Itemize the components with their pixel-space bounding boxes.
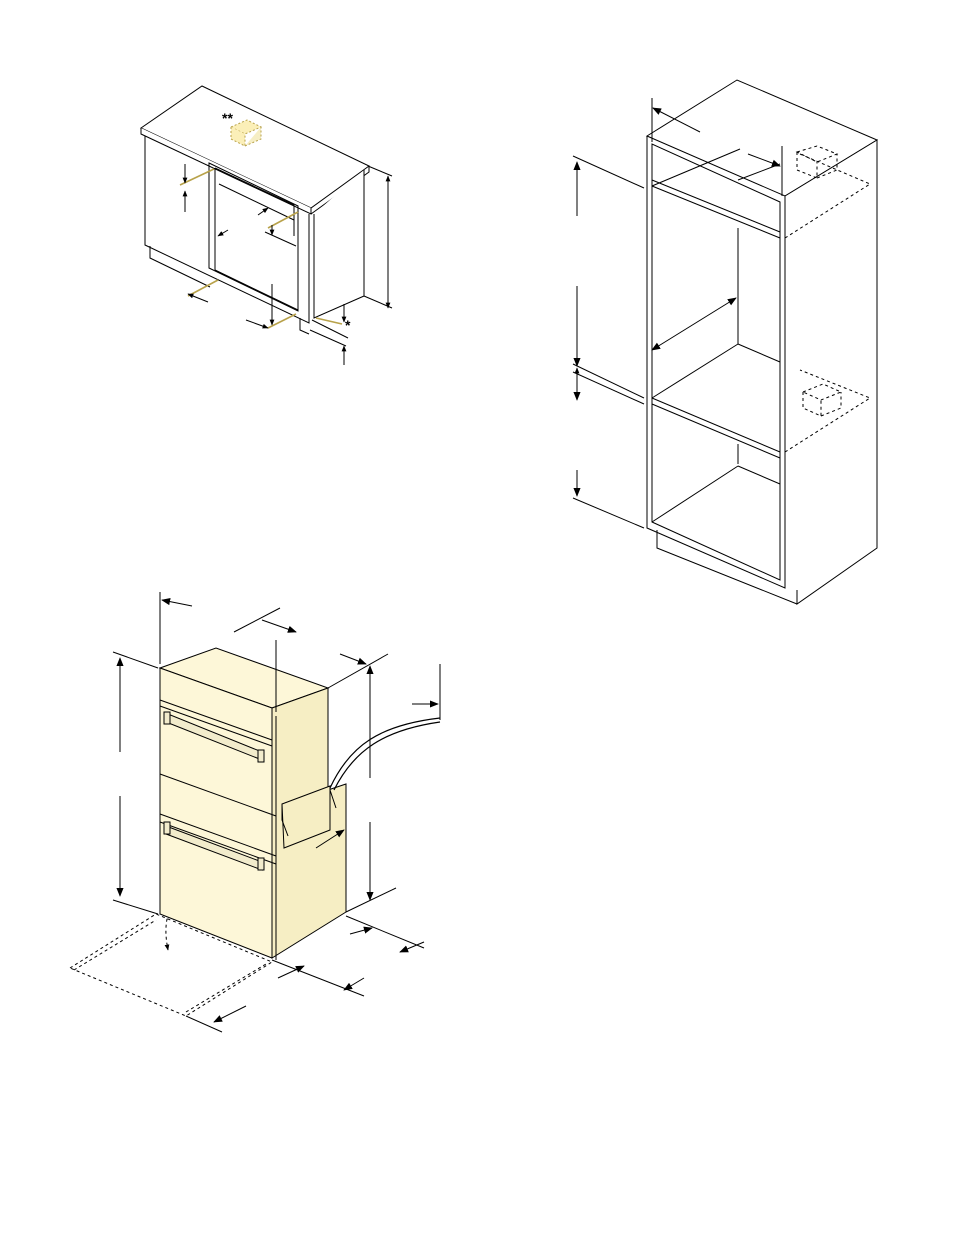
tall-cabinet-figure xyxy=(572,79,879,605)
oven-junction-box-icon xyxy=(281,785,337,849)
upper-door-handle xyxy=(163,711,265,763)
tall-cabinet-front xyxy=(646,136,786,589)
base-cabinet-figure: ** * xyxy=(139,85,393,365)
lower-door-handle xyxy=(163,821,265,871)
conduit-cable xyxy=(329,717,441,789)
cabinet-front xyxy=(144,136,310,324)
single-asterisk-note: * xyxy=(345,317,351,333)
oven-opening xyxy=(208,162,299,312)
double-asterisk-note: ** xyxy=(222,110,233,126)
oven-dimension-arrows xyxy=(112,592,441,1033)
base-dimension-arrows xyxy=(182,164,393,365)
door-swing-footprint xyxy=(68,913,274,1017)
junction-box-icon xyxy=(229,119,263,147)
hidden-lines xyxy=(784,145,872,453)
cutout-guides xyxy=(179,168,343,329)
double-oven-figure xyxy=(68,592,441,1033)
tall-dimension-arrows xyxy=(572,98,783,529)
tall-cabinet-side xyxy=(784,139,878,605)
oven-front xyxy=(159,667,273,959)
cabinet-side xyxy=(313,170,365,319)
